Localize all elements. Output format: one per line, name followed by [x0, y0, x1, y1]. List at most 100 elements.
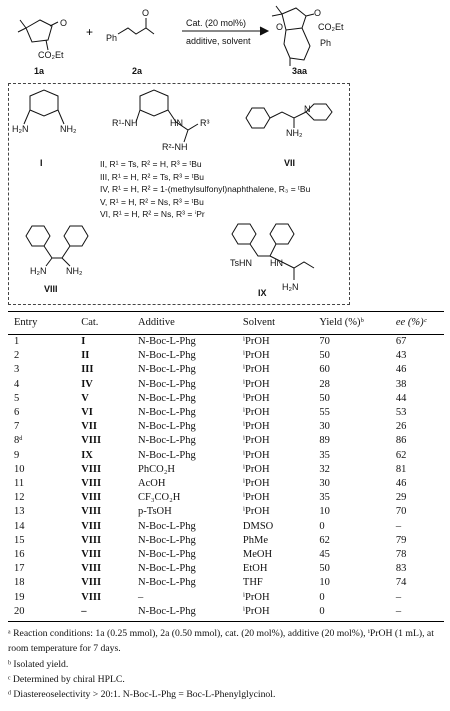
- cell-solvent: ⁱPrOH: [242, 378, 270, 390]
- cell-entry: 16: [14, 549, 25, 561]
- product-gem-dimethyl: [271, 5, 283, 17]
- footnote-b: ᵇ Isolated yield.: [8, 658, 69, 670]
- cell-solvent: THF: [242, 577, 263, 589]
- cell-additive: CF₃CO₂H: [138, 492, 181, 504]
- cell-entry: 20: [8, 604, 82, 623]
- cell-ee: 70: [395, 506, 407, 518]
- cell-ee: 43: [395, 350, 407, 362]
- cell-entry: 15: [14, 534, 25, 546]
- catalyst-I-amines: [23, 109, 65, 125]
- cell-yield: 89: [319, 435, 330, 447]
- cell-entry: 11: [14, 478, 25, 490]
- catalyst-II-r1nh: R¹-NH: [112, 118, 138, 128]
- footnotes: ᵃ Reaction conditions: 1a (0.25 mmol), 2…: [8, 626, 444, 702]
- cell-catalyst: IX: [81, 449, 93, 461]
- cell-solvent: PhMe: [242, 534, 268, 546]
- catalyst-VIII-backbone: [43, 245, 71, 267]
- cell-catalyst: V: [81, 392, 89, 404]
- optimization-table-wrapper: Entry Cat. Additive Solvent Yield (%)ᵇ e…: [8, 311, 444, 623]
- cell-yield: 0: [319, 591, 325, 603]
- compound-2a-label: 2a: [132, 66, 143, 76]
- cell-entry: 17: [14, 563, 25, 575]
- cell-additive: N-Boc-L-Phg: [138, 449, 196, 461]
- footnote-c: ᶜ Determined by chiral HPLC.: [8, 673, 125, 685]
- cell-ee: 53: [395, 407, 407, 419]
- cell-yield: 55: [319, 407, 330, 419]
- cell-yield: 45: [319, 549, 330, 561]
- scheme-drawing: +: [17, 5, 333, 280]
- cell-solvent: ⁱPrOH: [242, 604, 320, 623]
- catalyst-VIII-nh2: NH₂: [66, 266, 83, 276]
- header-additive: Additive: [138, 317, 175, 328]
- catalyst-VII-chain: [269, 111, 307, 128]
- cell-yield: 0: [319, 604, 396, 623]
- label-o-3aa-ring: O: [276, 22, 284, 32]
- table-header-row: Entry Cat. Additive Solvent Yield (%)ᵇ e…: [8, 311, 444, 335]
- cell-ee: 86: [395, 435, 407, 447]
- catalyst-I-label: I: [40, 158, 43, 168]
- ester-bond: [45, 39, 49, 51]
- compound-3aa-label: 3aa: [292, 66, 308, 76]
- catalyst-VIII-h2n: H₂N: [30, 266, 47, 276]
- catalyst-IX-h2n: H₂N: [282, 282, 299, 292]
- product-carbonyl: [305, 13, 315, 17]
- cell-ee: 62: [395, 449, 407, 461]
- catalyst-line-IV: IV, R¹ = H, R² = 1-(methylsulfonyl)napht…: [100, 184, 311, 195]
- cell-ee: 44: [395, 392, 407, 404]
- cell-yield: 10: [319, 577, 330, 589]
- gem-dimethyl: [17, 19, 27, 33]
- cell-yield: 70: [319, 336, 330, 347]
- plus-sign: +: [86, 25, 93, 39]
- label-o-2a: O: [142, 8, 150, 18]
- lactone-ring: [281, 7, 307, 31]
- cell-additive: PhCO₂H: [138, 463, 175, 475]
- cell-yield: 28: [319, 378, 330, 390]
- cell-yield: 30: [319, 478, 330, 490]
- catalyst-II-r2nh: R²-NH: [162, 142, 188, 152]
- label-o-1a: O: [60, 18, 68, 28]
- catalyst-line-II: II, R¹ = Ts, R² = H, R³ = ᵗBu: [100, 159, 202, 169]
- cell-solvent: ⁱPrOH: [242, 463, 270, 475]
- cell-additive: p-TsOH: [138, 506, 172, 518]
- cell-yield: 35: [319, 449, 330, 461]
- catalyst-IX-hn: HN: [270, 258, 283, 268]
- cell-catalyst: VIII: [81, 591, 102, 603]
- cell-additive: N-Boc-L-Phg: [138, 563, 196, 575]
- cell-yield: 62: [319, 534, 330, 546]
- cell-entry: 6: [14, 407, 20, 419]
- cell-entry: 3: [14, 364, 20, 376]
- cell-ee: –: [395, 591, 402, 603]
- cell-catalyst: VIII: [81, 520, 102, 532]
- carbonyl-bond: [49, 21, 59, 27]
- cell-ee: 78: [395, 549, 407, 561]
- cell-additive: N-Boc-L-Phg: [138, 435, 196, 447]
- cell-entry: 18: [14, 577, 25, 589]
- cell-solvent: ⁱPrOH: [242, 449, 270, 461]
- cell-solvent: MeOH: [242, 549, 273, 561]
- cell-additive: N-Boc-L-Phg: [138, 378, 196, 390]
- catalyst-line-V: V, R¹ = H, R² = Ns, R³ = ᵗBu: [100, 196, 204, 207]
- cell-catalyst: VIII: [81, 577, 102, 589]
- cell-additive: N-Boc-L-Phg: [138, 549, 196, 561]
- cell-yield: 50: [319, 350, 330, 362]
- reaction-arrowhead: [259, 26, 270, 36]
- cell-catalyst: VII: [81, 421, 97, 433]
- cell-yield: 0: [319, 520, 325, 532]
- cell-entry: 5: [14, 392, 20, 404]
- label-o-3aa-carbonyl: O: [314, 8, 322, 18]
- header-catalyst: Cat.: [81, 317, 99, 328]
- compound-2a-chain: [117, 18, 155, 35]
- cell-catalyst: VIII: [81, 463, 102, 475]
- cell-catalyst: VIII: [81, 506, 102, 518]
- cell-catalyst: VIII: [81, 549, 102, 561]
